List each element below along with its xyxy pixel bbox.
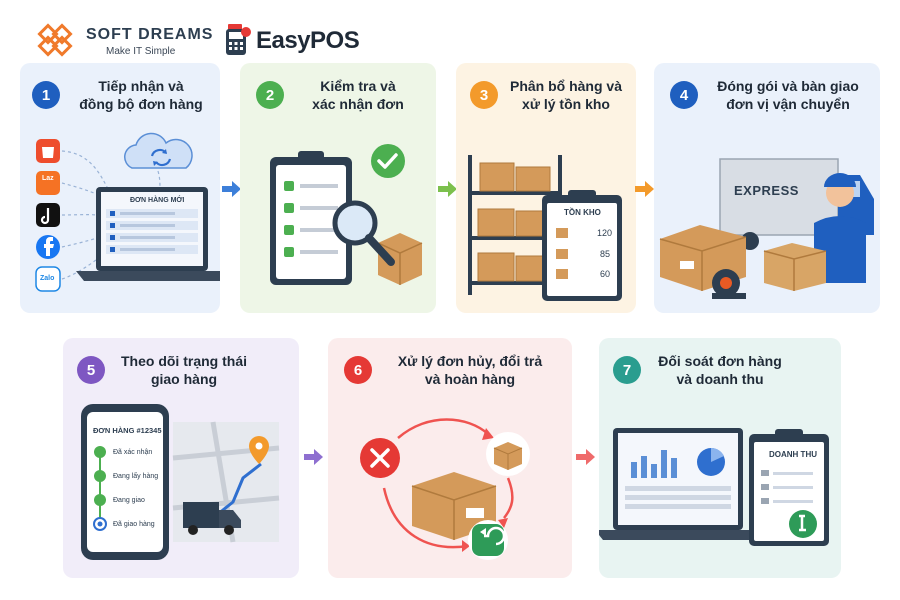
step-7-title: Đối soát đơn hàng và doanh thu [645,352,795,388]
step-5-title-line1: Theo dõi trạng thái [121,353,247,369]
step-5-title: Theo dõi trạng thái giao hàng [109,352,259,388]
step-4-title-line1: Đóng gói và bàn giao [717,78,859,94]
step-6-title-line1: Xử lý đơn hủy, đổi trả [397,353,543,369]
tracking-illustration [81,404,280,560]
softdreams-mark-icon [37,23,73,57]
box-icon [411,472,497,540]
revenue-title: DOANH THU [769,450,817,459]
step-1-title-line1: Tiếp nhận và [98,78,184,94]
returns-illustration [360,418,530,560]
status-shipping: Đang giao [113,497,145,504]
step-2-card: 2 Kiểm tra và xác nhận đơn [240,63,436,313]
softdreams-logo: SOFT DREAMS Make IT Simple [36,22,212,60]
arrow-right-icon [222,181,241,197]
step-7-title-line2: và doanh thu [676,371,764,387]
step-6-number: 6 [344,356,372,384]
step-4-title: Đóng gói và bàn giao đơn vị vận chuyển [702,77,874,113]
stock-value-1: 120 [597,228,613,238]
step-1-title: Tiếp nhận và đồng bộ đơn hàng [66,77,216,113]
step-3-number: 3 [470,81,498,109]
cloud-sync-icon [124,132,193,169]
box-icon [763,243,827,291]
stock-value-3: 60 [600,269,611,279]
check-circle-icon [371,144,405,178]
step-6-card: 6 Xử lý đơn hủy, đổi trả và hoàn hàng [328,338,572,578]
shipping-illustration [659,158,874,299]
step-7-title-line1: Đối soát đơn hàng [658,353,782,369]
arrow-right-icon [304,449,323,465]
softdreams-tagline: Make IT Simple [106,46,176,57]
phone-icon [81,404,169,560]
step-1-title-line2: đồng bộ đơn hàng [79,96,203,112]
step-6-title: Xử lý đơn hủy, đổi trả và hoàn hàng [376,352,564,388]
step-5-title-line2: giao hàng [150,371,218,387]
step-7-number: 7 [613,356,641,384]
step-4-number: 4 [670,81,698,109]
zalo-label: Zalo [40,275,55,282]
easypos-logo: EasyPOS [224,20,364,60]
facebook-icon [36,235,60,259]
arrow-right-icon [438,181,457,197]
reconciliation-illustration [599,428,829,546]
step-2-title-line2: xác nhận đơn [312,96,404,112]
status-picking: Đang lấy hàng [113,473,159,480]
arrow-right-icon [576,449,595,465]
step-1-number: 1 [32,81,60,109]
delivery-truck-icon [183,502,241,535]
box-icon [486,432,530,476]
inventory-illustration [468,155,622,301]
new-orders-label: ĐƠN HÀNG MỚI [130,197,185,204]
step-2-title-line1: Kiểm tra và [320,78,396,94]
order-sync-illustration [35,132,220,292]
return-icon [468,520,508,560]
softdreams-name: SOFT DREAMS [86,26,214,43]
step-5-card: 5 Theo dõi trạng thái giao hàng ĐƠN HÀNG… [63,338,299,578]
step-3-title-line2: xử lý tồn kho [522,96,610,112]
lazada-icon [36,171,60,195]
step-3-title-line1: Phân bổ hàng và [509,78,622,94]
step-5-number: 5 [77,356,105,384]
truck-label: EXPRESS [734,183,799,198]
lazada-label: Laz [42,175,54,182]
stock-clipboard-icon [542,190,622,301]
clipboard-icon [270,151,352,285]
status-confirmed: Đã xác nhận [113,449,153,456]
pie-chart-icon [697,447,725,476]
stock-title: TỒN KHO [564,208,601,217]
location-pin-icon [249,436,269,464]
delivery-person-icon [814,173,866,283]
step-3-card: 3 Phân bổ hàng và xử lý tồn kho TỒN KHO … [456,63,636,313]
step-2-number: 2 [256,81,284,109]
status-delivered: Đã giao hàng [113,521,155,528]
order-id-label: ĐƠN HÀNG #12345 [93,426,162,435]
stock-value-2: 85 [600,249,611,259]
step-4-card: 4 Đóng gói và bàn giao đơn vị vận chuyển [654,63,880,313]
money-icon [789,510,817,538]
step-4-title-line2: đơn vị vận chuyển [726,96,850,112]
tiktok-icon [36,203,60,227]
step-1-card: 1 Tiếp nhận và đồng bộ đơn hàng [20,63,220,313]
easypos-name: EasyPOS [256,27,360,54]
laptop-icon [599,428,761,540]
tape-icon [712,269,746,299]
revenue-clipboard-icon [749,429,829,546]
arrow-right-icon [635,181,654,197]
order-check-illustration [270,144,423,285]
zalo-icon [35,266,61,292]
shopee-icon [36,139,60,163]
step-7-card: 7 Đối soát đơn hàng và doanh thu DOANH T… [599,338,841,578]
step-3-title: Phân bổ hàng và xử lý tồn kho [500,77,632,113]
step-6-title-line2: và hoàn hàng [424,371,516,387]
cancel-icon [360,438,400,478]
pos-terminal-icon [226,24,251,55]
laptop-icon [76,187,220,281]
box-icon [377,233,423,285]
step-2-title: Kiểm tra và xác nhận đơn [288,77,428,113]
magnifier-icon [332,200,395,266]
